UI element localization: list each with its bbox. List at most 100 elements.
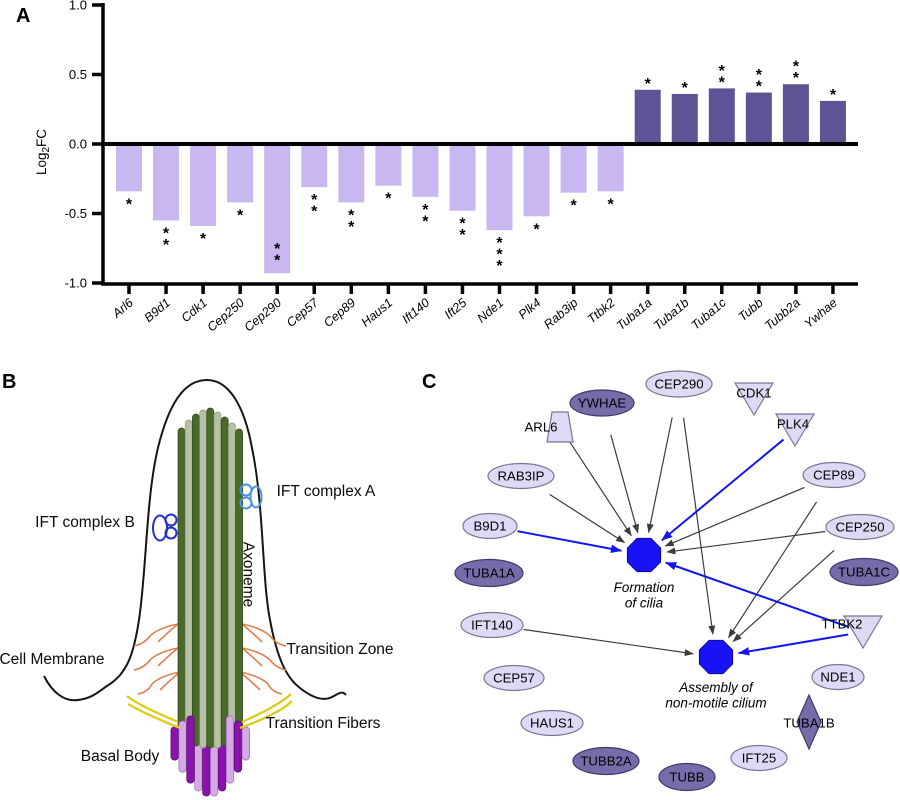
x-tick-label-Cep250: Cep250 xyxy=(205,296,248,335)
significance-star-Nde1: * xyxy=(496,235,503,252)
node-label-IFT140: IFT140 xyxy=(471,618,513,633)
basal-body-front xyxy=(170,715,250,784)
significance-star-Cep290: * xyxy=(274,252,281,269)
x-tick-label-Ttbk2: Ttbk2 xyxy=(585,296,618,327)
node-YWHAE: YWHAE xyxy=(569,389,635,417)
edge-TTBK2-to-assembly xyxy=(738,633,849,656)
y-tick-label: 0.5 xyxy=(69,67,87,82)
bar-Haus1 xyxy=(375,144,402,186)
significance-star-Ift140: * xyxy=(422,202,429,219)
x-tick-label-Nde1: Nde1 xyxy=(475,296,507,326)
bar-Ift25 xyxy=(449,144,476,211)
node-label-TUBB2A: TUBB2A xyxy=(580,754,632,769)
x-tick-label-Cep290: Cep290 xyxy=(242,296,285,335)
bar-Ywhae xyxy=(819,100,846,144)
x-tick-label-Tuba1a: Tuba1a xyxy=(614,296,655,333)
cell-membrane-text: Cell Membrane xyxy=(0,651,105,668)
bar-Tubb xyxy=(745,92,772,144)
bar-Nde1 xyxy=(486,144,513,231)
significance-star-Tuba1c: * xyxy=(719,74,726,91)
node-label-YWHAE: YWHAE xyxy=(578,396,627,411)
significance-star-Nde1: * xyxy=(496,247,503,264)
edge-CEP290-to-formation xyxy=(646,417,673,533)
edge-PLK4-to-formation xyxy=(661,438,785,542)
significance-star-B9d1: * xyxy=(163,237,170,254)
node-label-TUBA1B: TUBA1B xyxy=(783,716,835,731)
x-tick-label-Tubb2a: Tubb2a xyxy=(762,296,803,333)
node-HAUS1: HAUS1 xyxy=(520,709,584,737)
node-ARL6: ARL6 xyxy=(525,411,574,443)
x-tick-label-Rab3ip: Rab3ip xyxy=(541,296,580,332)
node-TUBA1B: TUBA1B xyxy=(783,693,835,751)
x-tick-label-Cep57: Cep57 xyxy=(284,295,322,330)
significance-star-Cdk1: * xyxy=(200,231,207,248)
node-label-CEP250: CEP250 xyxy=(835,520,884,535)
edge-RAB3IP-to-formation xyxy=(549,493,626,544)
function-node-assembly xyxy=(698,639,734,675)
significance-star-Tubb2a: * xyxy=(793,59,800,76)
x-tick-label-Ift140: Ift140 xyxy=(399,296,432,327)
bar-Rab3ip xyxy=(560,144,587,193)
y-tick-label: 0.0 xyxy=(69,137,87,152)
significance-star-Ift25: * xyxy=(459,216,466,233)
bar-Ift140 xyxy=(412,144,439,197)
significance-star-Arl6: * xyxy=(126,196,133,213)
significance-star-Rab3ip: * xyxy=(570,198,577,215)
x-tick-label-Cdk1: Cdk1 xyxy=(179,296,210,325)
node-CEP250: CEP250 xyxy=(825,513,895,541)
significance-star-Tubb: * xyxy=(756,79,763,96)
node-label-RAB3IP: RAB3IP xyxy=(498,469,545,484)
bar-Cep89 xyxy=(338,144,365,203)
edge-CEP250-to-assembly xyxy=(732,550,835,643)
node-label-TTBK2: TTBK2 xyxy=(821,617,862,632)
node-RAB3IP: RAB3IP xyxy=(487,462,555,490)
transition-fibers-text: Transition Fibers xyxy=(265,715,381,732)
node-TUBB: TUBB xyxy=(658,762,716,792)
significance-star-Cep250: * xyxy=(237,207,244,224)
node-label-HAUS1: HAUS1 xyxy=(530,716,574,731)
node-TUBA1A: TUBA1A xyxy=(454,558,524,588)
significance-star-Tuba1a: * xyxy=(645,76,652,93)
ift-complex-a-text: IFT complex A xyxy=(276,483,376,500)
node-CDK1: CDK1 xyxy=(733,382,775,417)
ift-complex-a-icon xyxy=(239,483,263,510)
edge-CEP250-to-formation xyxy=(666,530,826,555)
significance-star-Cep57: * xyxy=(311,204,318,221)
node-TTBK2: TTBK2 xyxy=(821,615,884,650)
cilium-drawing xyxy=(43,378,347,797)
bar-Cep290 xyxy=(264,144,291,274)
axoneme-text: Axoneme xyxy=(239,541,257,608)
x-tick-label-B9d1: B9d1 xyxy=(142,296,173,325)
edge-CEP89-to-formation xyxy=(664,486,805,547)
x-tick-label-Ift25: Ift25 xyxy=(442,296,470,322)
bar-Tuba1b xyxy=(671,93,698,144)
edge-IFT140-to-assembly xyxy=(523,628,694,657)
significance-star-Cep57: * xyxy=(311,192,318,209)
node-label-B9D1: B9D1 xyxy=(474,519,507,534)
cell-membrane-curve xyxy=(43,378,347,702)
y-tick-label: -0.5 xyxy=(65,206,87,221)
node-CEP89: CEP89 xyxy=(802,461,866,489)
ift-complex-b-text: IFT complex B xyxy=(35,514,135,531)
bar-B9d1 xyxy=(153,144,180,221)
transition-zone-text: Transition Zone xyxy=(286,641,394,658)
y-tick-label: 1.0 xyxy=(69,0,87,13)
node-label-TUBA1C: TUBA1C xyxy=(838,565,891,580)
bar-Tubb2a xyxy=(782,84,809,144)
significance-star-Nde1: * xyxy=(496,258,503,275)
node-TUBA1C: TUBA1C xyxy=(829,557,899,587)
significance-star-B9d1: * xyxy=(163,225,170,242)
node-label-CDK1: CDK1 xyxy=(736,386,771,401)
x-tick-label-Cep89: Cep89 xyxy=(321,296,358,330)
significance-star-Cep89: * xyxy=(348,207,355,224)
node-label-ARL6: ARL6 xyxy=(525,420,558,435)
node-CEP57: CEP57 xyxy=(483,664,545,692)
bar-Cep250 xyxy=(227,144,254,203)
node-NDE1: NDE1 xyxy=(811,663,865,691)
